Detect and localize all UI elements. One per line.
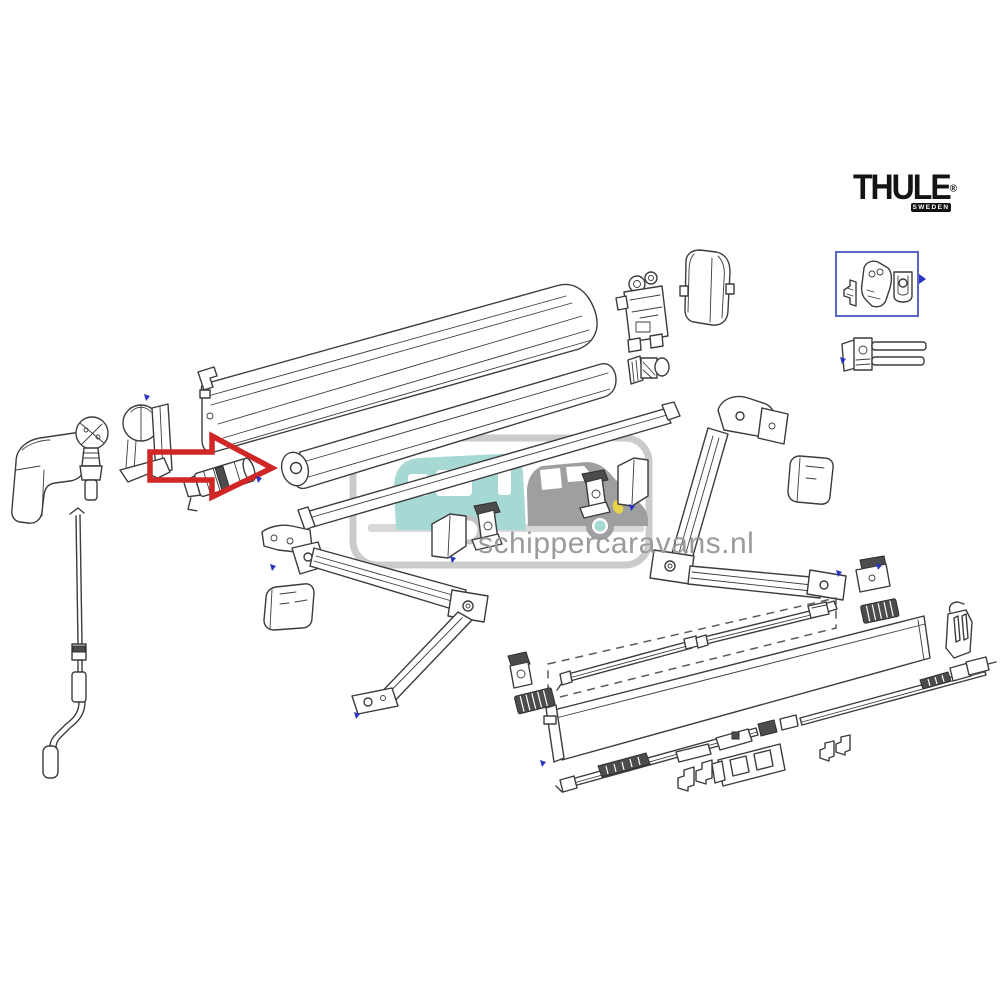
clamp-pair-2 bbox=[819, 734, 851, 762]
thule-logo-subtext: SWEDEN bbox=[911, 203, 951, 212]
service-kit-box[interactable] bbox=[835, 251, 926, 317]
slider-block bbox=[514, 687, 556, 715]
pole-connector-b bbox=[779, 714, 799, 731]
left-arm-foot bbox=[351, 687, 399, 715]
crank-handle bbox=[42, 507, 87, 779]
kit-arrow-mark bbox=[919, 274, 926, 284]
slider-bracket bbox=[507, 651, 533, 689]
caravan-window-3 bbox=[498, 468, 511, 495]
arm-cover-plate-right bbox=[787, 455, 834, 505]
arm-cover-plate-left bbox=[263, 583, 315, 631]
tension-pole bbox=[555, 656, 997, 793]
registered-mark: ® bbox=[949, 183, 958, 195]
ref-mark bbox=[540, 760, 546, 767]
roller-end-bore bbox=[289, 461, 303, 475]
end-bracket-right bbox=[945, 601, 973, 659]
kit-part-plate bbox=[860, 260, 893, 308]
crank-grip bbox=[42, 745, 59, 779]
ref-mark bbox=[629, 504, 635, 511]
roller-tube bbox=[280, 363, 617, 490]
ref-mark bbox=[256, 476, 262, 483]
thule-logo-text: THULE bbox=[853, 167, 952, 207]
left-spring-arm bbox=[261, 524, 489, 719]
bracket-right-cluster bbox=[855, 555, 891, 593]
roller-end-adapter bbox=[182, 457, 256, 512]
cover-plate-b bbox=[617, 457, 649, 511]
right-shoulder-plate bbox=[757, 407, 789, 445]
ref-mark bbox=[270, 564, 276, 571]
left-shoulder-plate bbox=[261, 524, 313, 553]
ref-mark bbox=[836, 570, 842, 577]
ref-mark bbox=[876, 563, 882, 570]
gear-knob bbox=[75, 416, 109, 501]
right-spring-arm bbox=[649, 395, 847, 601]
car-window-rear bbox=[540, 468, 562, 490]
right-lower-arm bbox=[687, 565, 823, 599]
slat-right-cap bbox=[661, 401, 681, 421]
drive-gearbox bbox=[615, 271, 669, 353]
kit-highlight-frame bbox=[835, 251, 919, 317]
ref-mark bbox=[450, 556, 456, 563]
small-piece bbox=[807, 601, 830, 619]
roller-end-face bbox=[280, 451, 310, 487]
pin-part bbox=[840, 337, 927, 372]
front-panel bbox=[540, 615, 931, 767]
dark-block-2 bbox=[860, 598, 900, 624]
right-end-cap bbox=[679, 249, 735, 326]
ref-mark bbox=[354, 712, 360, 719]
ref-mark bbox=[840, 357, 846, 364]
car-wheel-hub bbox=[594, 520, 606, 532]
tension-rafter-tube-1 bbox=[556, 635, 699, 691]
case-left-clip bbox=[199, 389, 211, 399]
pointer-arrow bbox=[147, 431, 279, 502]
kit-part-bracket bbox=[843, 279, 857, 307]
ref-mark bbox=[144, 394, 150, 401]
right-arm-foot bbox=[806, 569, 847, 601]
mounting-bracket-right bbox=[579, 469, 611, 519]
clamp-pair-1 bbox=[677, 759, 713, 792]
pole-connector-a bbox=[757, 719, 778, 737]
guide-block bbox=[711, 743, 786, 787]
rafter-kit-box bbox=[547, 597, 838, 701]
pole-fitting-2 bbox=[675, 743, 712, 763]
watermark-text: schippercaravans.nl bbox=[478, 527, 755, 560]
gear-bracket bbox=[119, 394, 173, 483]
lead-rail-profile bbox=[297, 401, 681, 531]
cover-plate-a bbox=[431, 513, 467, 563]
slat-left-cap bbox=[297, 506, 316, 531]
left-end-cover bbox=[11, 432, 87, 524]
drive-adapter bbox=[627, 355, 670, 385]
mounting-bracket-left bbox=[471, 501, 503, 551]
thule-logo: THULE® SWEDEN bbox=[853, 167, 963, 212]
awning-case bbox=[197, 283, 598, 453]
